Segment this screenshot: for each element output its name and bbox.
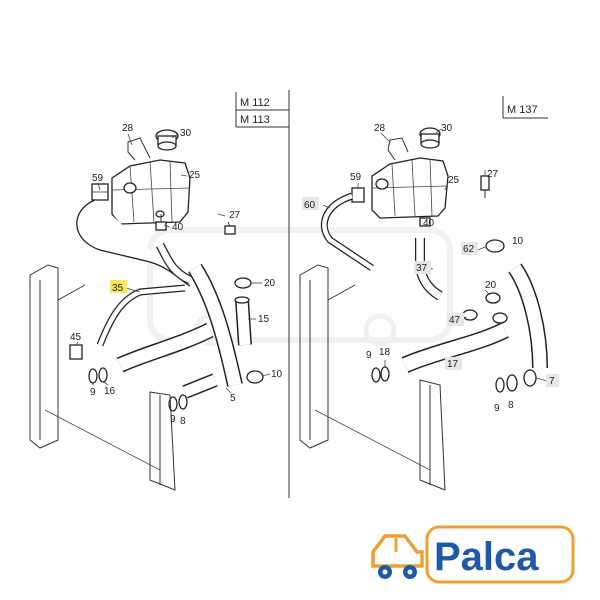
callout-right-20: 20 [485,280,497,291]
nut-40-r [419,217,431,227]
callout-right-8: 8 [508,400,514,411]
callout-right-30: 30 [441,123,453,134]
right-panel: M 137 [299,96,559,491]
left-leader-lines [75,133,271,394]
callout-right-18: 18 [379,347,391,358]
oring-9a [88,368,98,384]
palca-logo: Palca [371,525,575,584]
callout-left-9b: 9 [170,414,176,425]
clamp-62 [485,239,505,253]
oring-8-r [506,374,518,392]
bolt-27 [224,221,236,235]
logo-text: Palca [434,535,539,579]
gray-box-7 [546,374,559,387]
expansion-tank-25-r [371,157,449,219]
oring-9b-r [495,377,505,393]
gray-box-17 [445,357,462,370]
clamp-20 [234,277,252,289]
callout-right-27: 27 [487,169,499,180]
callout-right-59: 59 [350,172,362,183]
left-engine-label-box: M 112 M 113 [235,92,289,128]
callout-left-5: 5 [230,393,236,404]
hose-lower-5 [182,373,218,399]
left-panel: M 112 M 113 [29,92,289,491]
callout-left-28: 28 [122,123,134,134]
callout-right-9a: 9 [366,350,372,361]
callout-right-40: 40 [423,218,435,229]
gray-box-47 [447,313,464,326]
oring-18 [380,366,390,382]
clamp-20-r [485,292,501,304]
callout-right-17: 17 [447,359,459,370]
oring-16 [98,367,108,383]
right-radiator-frame [299,264,446,491]
clamp-47 [462,309,478,321]
bracket-28-r [387,137,409,161]
callout-right-7: 7 [549,376,555,387]
oring-9a-r [371,367,381,383]
oring-8 [178,394,188,410]
callout-left-25: 25 [189,170,201,181]
callout-left-45: 45 [70,332,82,343]
callout-right-28: 28 [374,123,386,134]
car-icon [371,534,424,579]
expansion-tank-25 [111,159,191,225]
clamp-47b [492,312,508,324]
callout-right-62: 62 [463,244,475,255]
gray-box-62 [461,242,478,255]
engine-label-m112: M 112 [240,97,270,109]
cap-30 [155,129,179,151]
left-radiator-frame [29,264,176,491]
gray-box-37 [414,261,431,274]
callout-right-47: 47 [449,315,461,326]
callout-left-16: 16 [104,386,116,397]
clip-59-r [351,187,365,203]
callout-left-30: 30 [180,128,192,139]
callout-left-10: 10 [271,369,283,380]
callout-left-20: 20 [264,278,276,289]
callout-left-40: 40 [172,222,184,233]
callout-left-15: 15 [258,314,270,325]
callout-right-9b: 9 [494,403,500,414]
engine-label-m113: M 113 [240,114,270,126]
callout-left-59: 59 [92,173,104,184]
bracket-45 [69,344,83,360]
hose-15 [234,296,252,346]
callout-left-9a: 9 [90,387,96,398]
callout-left-27: 27 [229,210,241,221]
callout-left-8: 8 [180,416,186,427]
callout-right-10: 10 [512,236,524,247]
right-engine-label-box: M 137 [502,96,548,119]
callout-left-35: 35 [112,283,124,294]
clamp-7 [523,369,537,387]
callout-right-60: 60 [304,200,316,211]
callout-right-25: 25 [448,175,460,186]
callout-right-37: 37 [416,263,428,274]
clip-59 [91,183,109,201]
highlight-35 [110,280,127,293]
clamp-10 [246,370,264,384]
bracket-28 [127,137,151,161]
gray-box-60 [302,197,319,210]
cap-30-r [419,127,441,149]
engine-label-m137: M 137 [507,104,538,116]
